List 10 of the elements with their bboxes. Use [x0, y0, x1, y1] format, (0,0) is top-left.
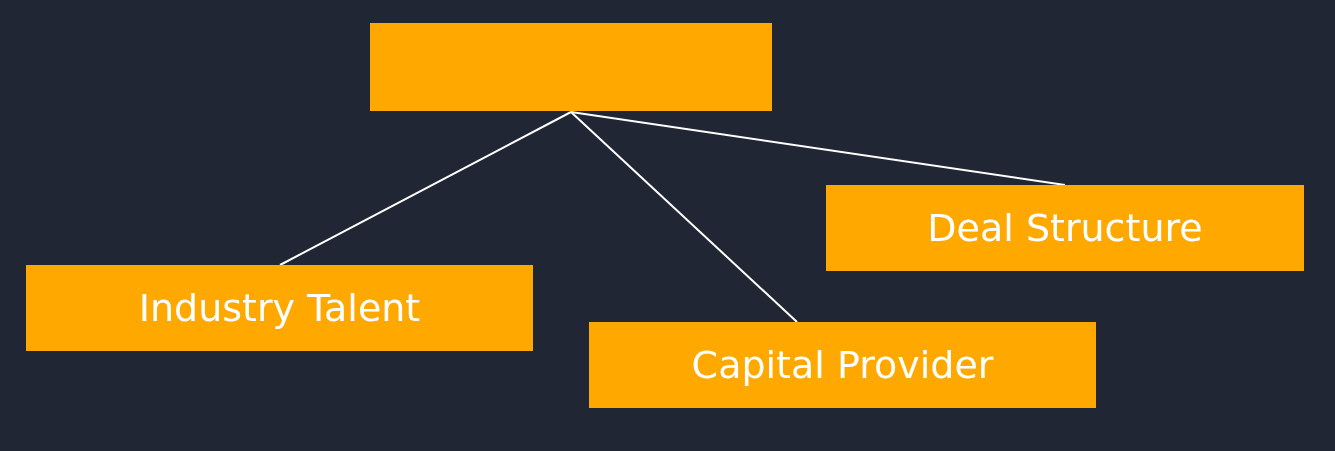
connector-line	[570, 111, 798, 323]
process-box	[589, 322, 1096, 408]
process-box	[370, 23, 772, 111]
node-label: Industry Talent	[138, 286, 421, 330]
process-box	[26, 265, 533, 351]
connector-line	[279, 111, 572, 266]
node-label: Deal Structure	[927, 206, 1203, 250]
node-label: Capital Provider	[691, 343, 994, 387]
process-box	[826, 185, 1304, 271]
connector-line	[570, 111, 1066, 186]
